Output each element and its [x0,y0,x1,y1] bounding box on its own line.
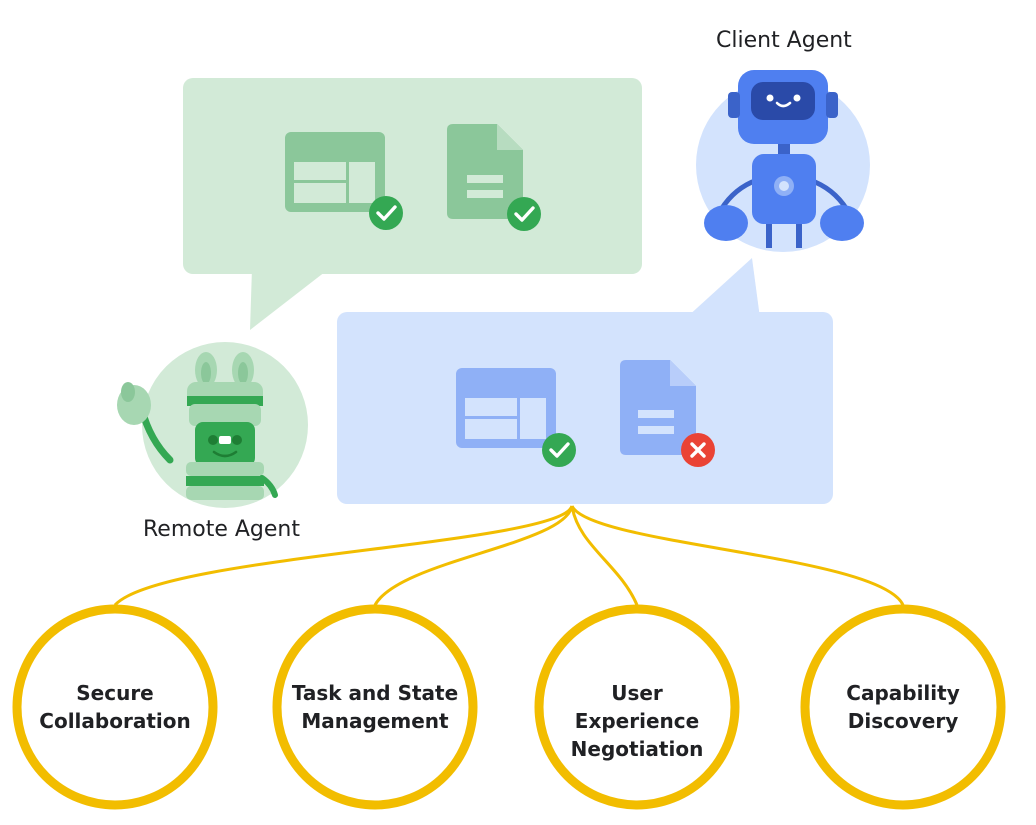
capability-label-line: Task and State [291,681,459,705]
remote-agent-label: Remote Agent [143,517,300,542]
capability-circles [12,604,1006,810]
check-badge-icon [507,197,541,231]
capability-circle [800,604,1006,810]
capability-label-line: Negotiation [570,737,704,761]
layout-icon [456,368,556,448]
client-agent-label: Client Agent [716,28,852,53]
capability-label-line: Collaboration [39,709,191,733]
connector-lines [113,505,905,607]
remote-agent-avatar [117,342,308,508]
capability-label-capability-discovery: Capability Discovery [818,679,988,735]
capability-circle [272,604,478,810]
capability-label-secure-collaboration: Secure Collaboration [30,679,200,735]
client-agent-avatar [696,70,870,252]
connector-line [570,505,905,606]
connector-line [113,505,574,607]
layout-icon [285,132,385,212]
capability-circle [534,604,740,810]
error-badge-icon [681,433,715,467]
capability-label-line: Capability [846,681,960,705]
connector-line [570,505,639,606]
check-badge-icon [542,433,576,467]
document-icon [620,360,696,455]
check-badge-icon [369,196,403,230]
client-agent-speech-bubble [337,258,833,504]
capability-label-line: User Experience [574,681,700,733]
capability-label-line: Discovery [847,709,959,733]
connector-line [373,505,574,606]
document-icon [447,124,523,219]
capability-label-line: Secure [76,681,154,705]
capability-label-line: Management [301,709,449,733]
capability-label-user-experience-negotiation: User Experience Negotiation [552,679,722,763]
remote-agent-speech-bubble [183,78,642,330]
capability-circle [12,604,218,810]
capability-label-task-state-management: Task and State Management [290,679,460,735]
